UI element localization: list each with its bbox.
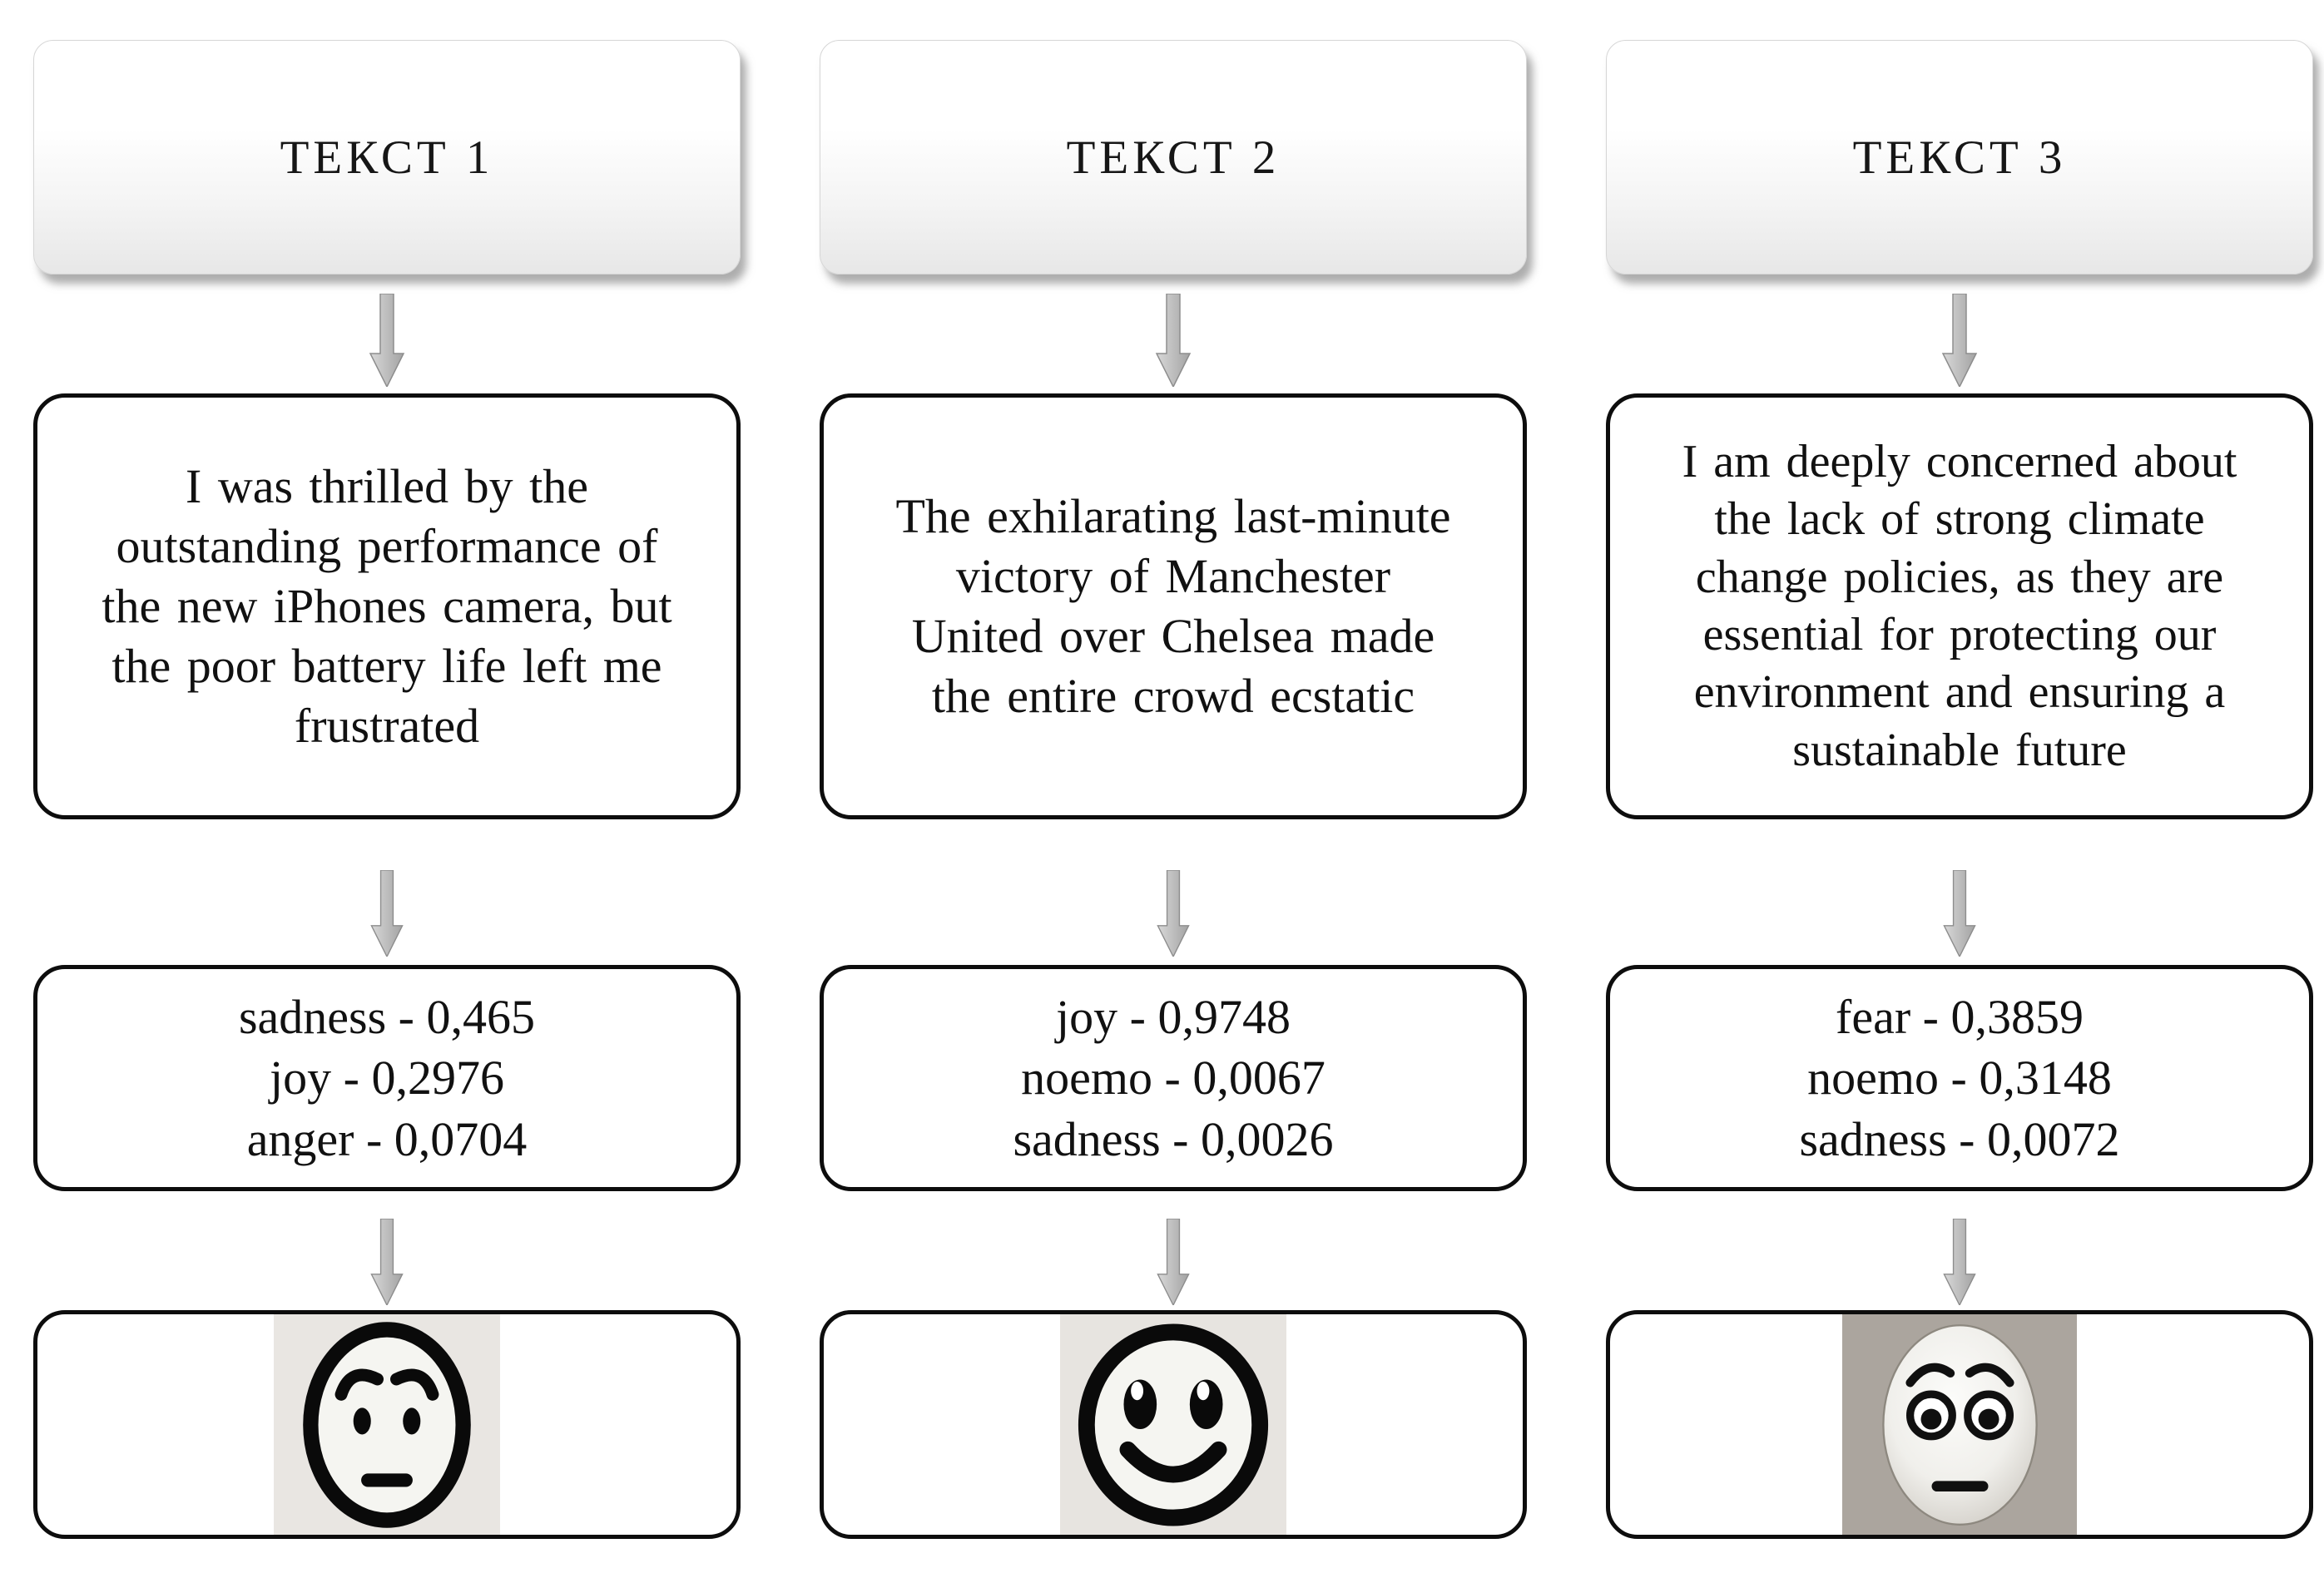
text-line: the entire crowd ecstatic [931, 668, 1415, 723]
score-line: sadness - 0,465 [238, 989, 535, 1044]
down-arrow-icon [1157, 870, 1190, 957]
header-label-1: ТЕКСТ 1 [280, 131, 494, 184]
score-line: sadness - 0,0026 [1013, 1111, 1334, 1166]
down-arrow-icon [1941, 294, 1978, 387]
down-arrow-icon [370, 870, 404, 957]
column-text-1: ТЕКСТ 1 I was thrilled by the outstandin… [33, 0, 741, 1573]
flushed-face-icon [1881, 1323, 2038, 1526]
worried-face-icon [303, 1321, 471, 1528]
column-text-2: ТЕКСТ 2 The exhilarating last-minute vic… [820, 0, 1527, 1573]
header-box-1: ТЕКСТ 1 [33, 40, 741, 275]
down-arrow-icon [370, 1219, 404, 1305]
text-line: I am deeply concerned about [1682, 435, 2237, 487]
text-line: essential for protecting our [1702, 609, 2217, 660]
score-line: anger - 0,0704 [246, 1111, 528, 1166]
down-arrow-icon [369, 294, 405, 387]
text-line: victory of Manchester [955, 549, 1391, 604]
arrow-slot [1606, 819, 2313, 965]
score-line: joy - 0,9748 [1056, 989, 1291, 1044]
emoji-patch [274, 1314, 500, 1535]
arrow-slot [33, 819, 741, 965]
arrow-slot [820, 1191, 1527, 1310]
emoji-result-box-1 [33, 1310, 741, 1539]
header-label-2: ТЕКСТ 2 [1066, 131, 1281, 184]
score-line: noemo - 0,3148 [1807, 1051, 2112, 1106]
score-line: joy - 0,2976 [270, 1051, 504, 1106]
text-line: I was thrilled by the [186, 459, 588, 514]
emotion-scores-box-1: sadness - 0,465 joy - 0,2976 anger - 0,0… [33, 965, 741, 1191]
header-box-3: ТЕКСТ 3 [1606, 40, 2313, 275]
text-line: The exhilarating last-minute [895, 489, 1451, 544]
text-line: outstanding performance of [116, 519, 658, 574]
text-line: frustrated [294, 698, 480, 753]
text-line: environment and ensuring a [1693, 666, 2226, 719]
emotion-scores-box-3: fear - 0,3859 noemo - 0,3148 sadness - 0… [1606, 965, 2313, 1191]
emoji-patch [1060, 1314, 1286, 1535]
down-arrow-icon [1155, 294, 1192, 387]
arrow-slot [820, 275, 1527, 393]
text-line: sustainable future [1792, 724, 2127, 776]
input-text-box-3: I am deeply concerned about the lack of … [1606, 393, 2313, 819]
down-arrow-icon [1943, 1219, 1976, 1305]
text-line: the new iPhones camera, but [102, 579, 672, 634]
arrow-slot [1606, 1191, 2313, 1310]
emoji-result-box-3 [1606, 1310, 2313, 1539]
text-line: the lack of strong climate [1714, 493, 2205, 546]
arrow-slot [1606, 275, 2313, 393]
emoji-patch [1842, 1314, 2077, 1535]
emoji-result-box-2 [820, 1310, 1527, 1539]
header-label-3: ТЕКСТ 3 [1852, 131, 2067, 184]
down-arrow-icon [1157, 1219, 1190, 1305]
score-line: noemo - 0,0067 [1021, 1051, 1326, 1106]
arrow-slot [820, 819, 1527, 965]
text-line: change policies, as they are [1695, 551, 2224, 603]
input-text-box-1: I was thrilled by the outstanding perfor… [33, 393, 741, 819]
emotion-scores-box-2: joy - 0,9748 noemo - 0,0067 sadness - 0,… [820, 965, 1527, 1191]
column-text-3: ТЕКСТ 3 I am deeply concerned about the … [1606, 0, 2313, 1573]
text-line: United over Chelsea made [911, 609, 1435, 663]
score-line: fear - 0,3859 [1836, 989, 2084, 1044]
header-box-2: ТЕКСТ 2 [820, 40, 1527, 275]
arrow-slot [33, 275, 741, 393]
text-line: the poor battery life left me [111, 638, 662, 693]
smiling-face-icon [1078, 1323, 1269, 1526]
score-line: sadness - 0,0072 [1799, 1111, 2120, 1166]
down-arrow-icon [1943, 870, 1976, 957]
input-text-box-2: The exhilarating last-minute victory of … [820, 393, 1527, 819]
arrow-slot [33, 1191, 741, 1310]
